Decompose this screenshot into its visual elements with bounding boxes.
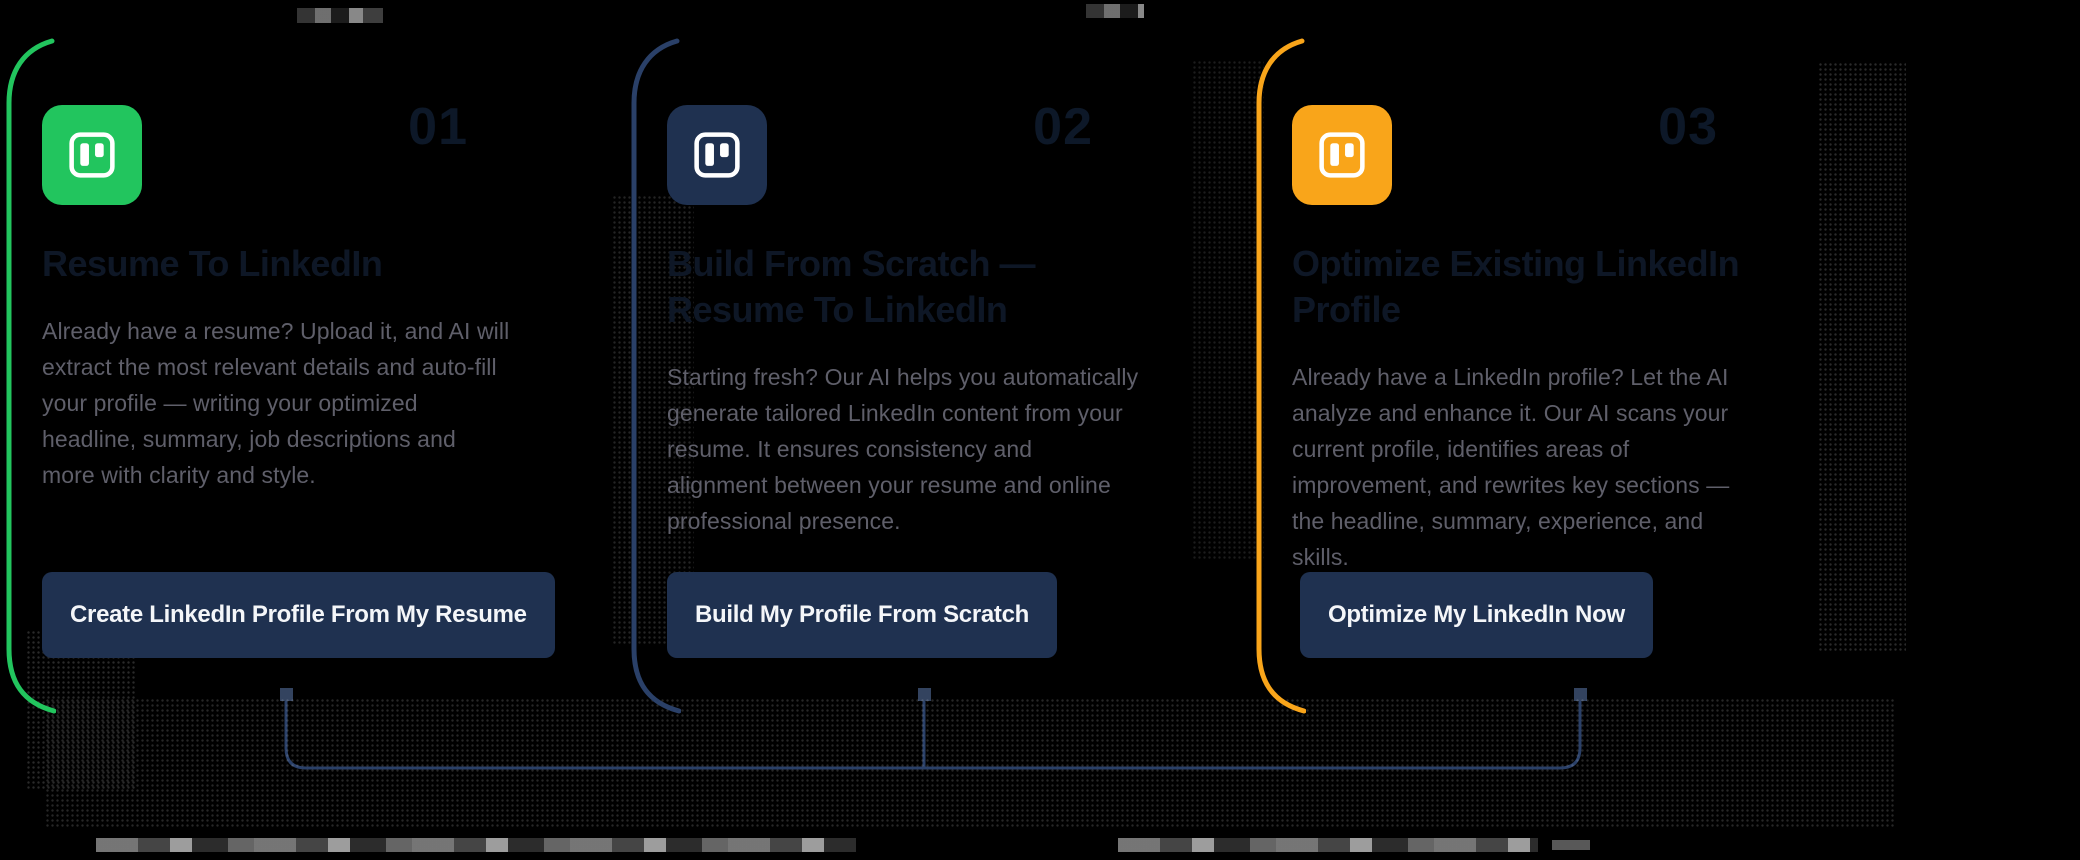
- optimize-linkedin-button[interactable]: Optimize My LinkedIn Now: [1300, 572, 1653, 658]
- noise-square-top-left: [297, 8, 383, 23]
- noise-shadow-card2-right: [1192, 60, 1264, 560]
- card-description: Already have a LinkedIn profile? Let the…: [1292, 364, 1730, 570]
- card-number: 03: [1658, 98, 1718, 156]
- build-from-scratch-button[interactable]: Build My Profile From Scratch: [667, 572, 1058, 658]
- card-resume-to-linkedin: 01 Resume To LinkedIn Already have a res…: [6, 38, 560, 714]
- card-number: 02: [1033, 98, 1093, 156]
- noise-strip-bottom-right: [1118, 838, 1538, 852]
- icon-tile: [1292, 105, 1392, 205]
- card-number: 01: [408, 98, 468, 156]
- icon-tile: [42, 105, 142, 205]
- card-description: Starting fresh? Our AI helps you automat…: [667, 364, 1139, 534]
- card-optimize-existing: 03 Optimize Existing LinkedIn Profile Al…: [1256, 38, 1810, 714]
- trello-board-icon: [1319, 132, 1365, 178]
- noise-shadow-right: [1818, 62, 1906, 652]
- noise-square-top-right: [1086, 4, 1144, 18]
- card-description: Already have a resume? Upload it, and AI…: [42, 318, 510, 488]
- card-build-from-scratch: 02 Build From Scratch — Resume To Linked…: [631, 38, 1185, 714]
- noise-shadow-bottom: [45, 698, 1895, 828]
- card-title: Optimize Existing LinkedIn Profile: [1292, 243, 1740, 330]
- noise-strip-bottom-small: [1552, 840, 1590, 850]
- trello-board-icon: [694, 132, 740, 178]
- trello-board-icon: [69, 132, 115, 178]
- card-title: Resume To LinkedIn: [42, 243, 383, 284]
- icon-tile: [667, 105, 767, 205]
- noise-strip-bottom-left: [96, 838, 856, 852]
- card-title: Build From Scratch — Resume To LinkedIn: [667, 243, 1036, 330]
- create-from-resume-button[interactable]: Create LinkedIn Profile From My Resume: [42, 572, 555, 658]
